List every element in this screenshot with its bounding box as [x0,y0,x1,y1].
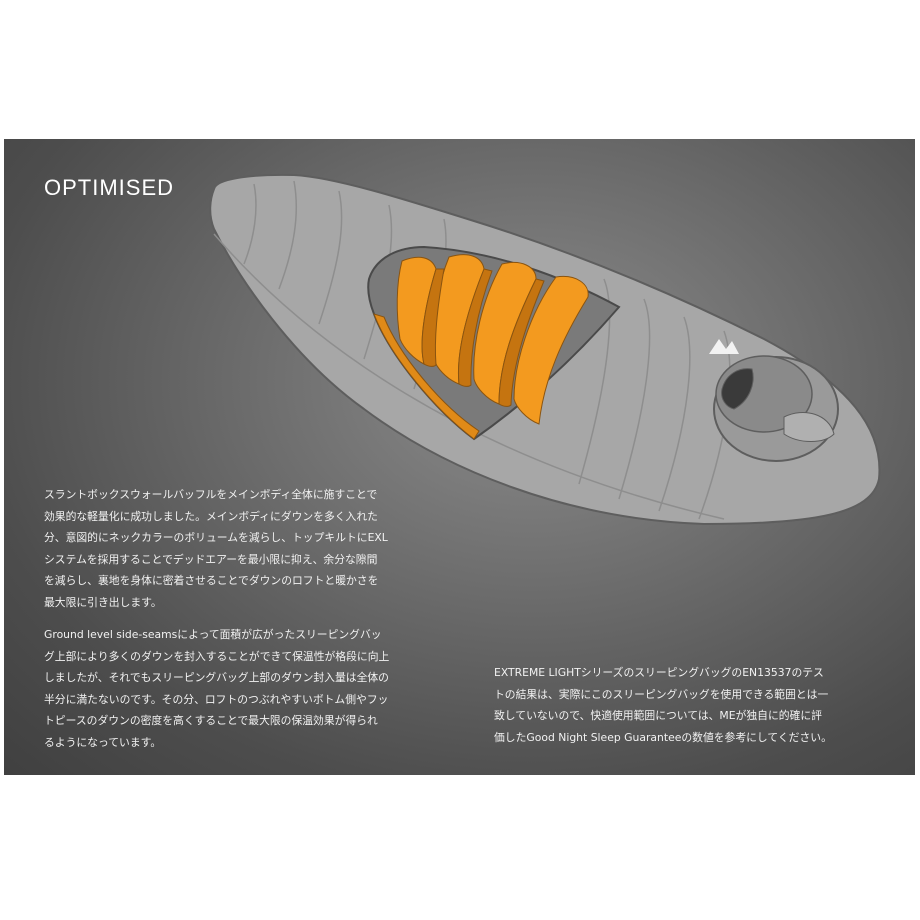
hood-opening [713,355,839,462]
paragraph-en13537-note: EXTREME LIGHTシリーズのスリーピングバッグのEN13537のテス ト… [494,662,832,748]
feature-panel: OPTIMISED スラントボックスウォールバッフルをメインボディ全体に施すこと… [4,139,915,775]
paragraph-line: トの結果は、実際にこのスリーピングバッグを使用できる範囲とは一 [494,687,829,701]
sleeping-bag-illustration [209,173,881,526]
paragraph-line: 致していないので、快適使用範囲については、MEが独自に的確に評 [494,709,822,722]
paragraph-line: トピースのダウンの密度を高くすることで最大限の保温効果が得られ [44,714,378,727]
paragraph-line: るようになっています。 [44,735,162,749]
paragraph-line: グ上部により多くのダウンを封入することができて保温性が格段に向上 [44,649,390,663]
paragraph-line: しましたが、それでもスリーピングバッグ上部のダウン封入量は全体の [44,671,389,684]
paragraph-side-seams: Ground level side-seamsによって面積が広がったスリーピング… [44,624,389,753]
down-baffles [396,254,589,425]
paragraph-line: スラントボックスウォールバッフルをメインボディ全体に施すことで [44,488,378,501]
paragraph-line: 最大限に引き出します。 [44,595,162,609]
paragraph-line: EXTREME LIGHTシリーズのスリーピングバッグのEN13537のテス [494,666,824,679]
cutaway-rim [373,313,480,440]
paragraph-lightweight-construction: スラントボックスウォールバッフルをメインボディ全体に施すことで 効果的な軽量化に… [44,484,388,613]
paragraph-line: を減らし、裏地を身体に密着させることでダウンのロフトと暖かさを [44,574,379,587]
paragraph-line: Ground level side-seamsによって面積が広がったスリーピング… [44,628,382,641]
paragraph-line: システムを採用することでデッドエアーを最小限に抑え、余分な隙間 [44,552,378,566]
paragraph-line: 価したGood Night Sleep Guaranteeの数値を参考にしてくだ… [494,730,832,744]
mountain-equipment-logo [709,339,739,354]
paragraph-line: 効果的な軽量化に成功しました。メインボディにダウンを多く入れた [44,509,378,523]
paragraph-line: 半分に満たないのです。その分、ロフトのつぶれやすいボトム側やフッ [44,692,389,706]
section-title: OPTIMISED [44,175,175,200]
paragraph-line: 分、意図的にネックカラーのボリュームを減らし、トップキルトにEXL [44,531,388,544]
